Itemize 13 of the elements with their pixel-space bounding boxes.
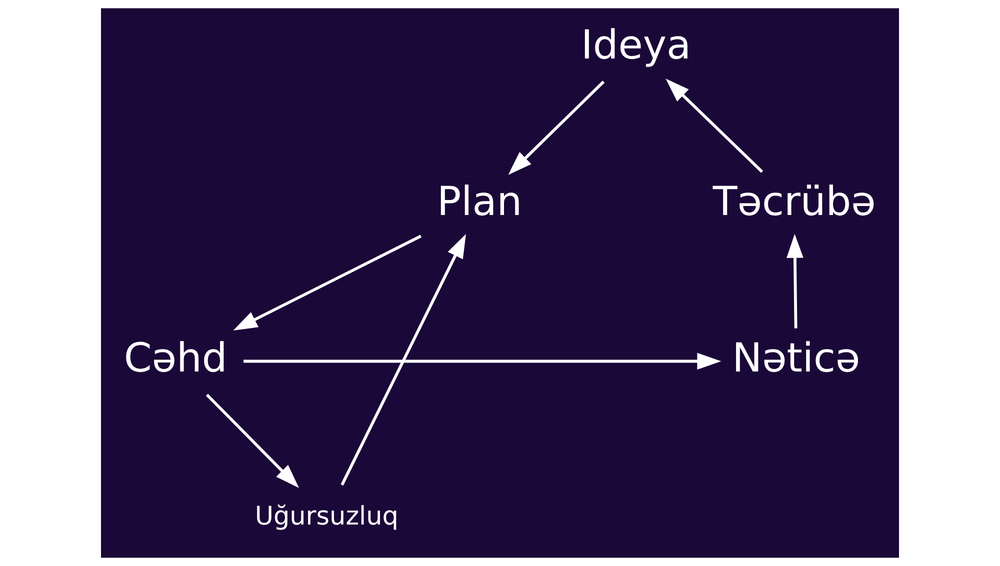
arrow bbox=[233, 234, 422, 330]
node-text: Cəhd bbox=[124, 335, 228, 382]
node-text: Plan bbox=[436, 178, 522, 225]
node-text: Təcrübə bbox=[712, 178, 876, 225]
node-text: Uğursuzluq bbox=[254, 501, 398, 532]
node-text: Ideya bbox=[581, 22, 692, 68]
arrow bbox=[666, 78, 764, 173]
arrow bbox=[206, 394, 300, 488]
arrow bbox=[508, 80, 605, 175]
arrow bbox=[786, 234, 804, 328]
node-text: Nəticə bbox=[732, 335, 860, 382]
arrow bbox=[244, 352, 722, 370]
arrow bbox=[340, 234, 466, 486]
